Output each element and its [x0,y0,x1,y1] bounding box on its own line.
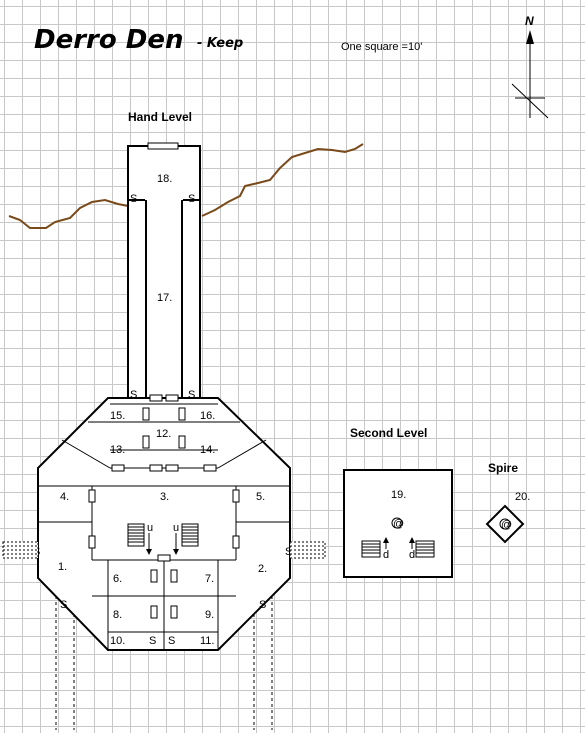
spire-heading: Spire [488,461,518,475]
stair-up-right: u [173,522,179,534]
ground-line [8,143,364,229]
compass: N [511,14,549,119]
room-2: 2. [258,563,267,575]
room-7: 7. [205,573,214,585]
room-16: 16. [200,410,215,422]
spire: 20. @ [485,491,530,544]
secret-door-sw: S [60,599,67,611]
secret-door-11: S [168,635,175,647]
stairs-second-right [415,540,435,558]
stair-down-right: d [409,549,415,561]
room-13: 13. [110,444,125,456]
north-arrow-icon [526,30,534,44]
north-letter: N [525,14,534,28]
arrow-down-icon [146,549,152,555]
room-4: 4. [60,491,69,503]
secret-door-se: S [259,599,266,611]
room-17: 17. [157,292,172,304]
pillar-19: @ [393,518,404,530]
map-subtitle: - Keep [197,36,243,51]
room-14: 14. [200,444,215,456]
tower-hand: 18. 17. S S S S [127,142,201,401]
room-19: 19. [391,489,406,501]
secret-door-17e: S [188,389,195,401]
secret-door-10: S [149,635,156,647]
secret-door-18e: S [188,193,195,205]
room-9: 9. [205,609,214,621]
secret-door-17w: S [130,389,137,401]
room-5: 5. [256,491,265,503]
room-12: 12. [156,428,171,440]
second-level-heading: Second Level [350,426,427,440]
secret-door-18w: S [130,193,137,205]
pillar-20: @ [501,519,512,531]
hand-level-heading: Hand Level [128,110,192,124]
room-6: 6. [113,573,122,585]
second-level: 19. @ d d [343,469,453,578]
arrow-down-icon [173,549,179,555]
room-8: 8. [113,609,122,621]
stair-down-left: d [383,549,389,561]
stair-up-left: u [147,522,153,534]
arrow-up-icon [383,537,389,543]
map-title: Derro Den [34,25,184,55]
stairs-right [181,523,199,547]
secret-door-east: S [285,546,292,558]
passage-west [2,541,39,559]
room-15: 15. [110,410,125,422]
stairs-left [127,523,145,547]
room-20: 20. [515,491,530,503]
room-10: 10. [110,635,125,647]
arrow-up-icon [409,537,415,543]
room-3: 3. [160,491,169,503]
room-18: 18. [157,173,172,185]
keep-main: u u 15. 16. 12. 13. 14. 4. 3. 5. 1. 2. 6… [33,394,292,651]
passage-east [289,541,326,559]
room-1: 1. [58,561,67,573]
room-11: 11. [200,635,214,647]
stairs-second-left [361,540,381,558]
scale-note: One square =10' [341,41,422,53]
